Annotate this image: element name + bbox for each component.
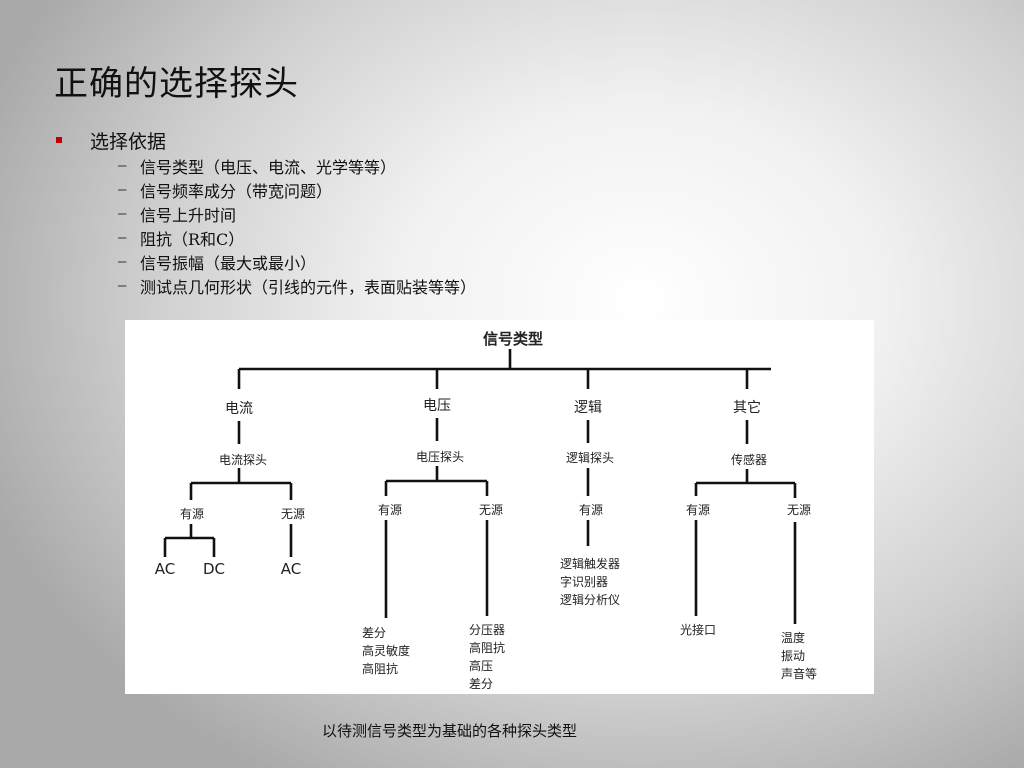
sub-item: –信号振幅（最大或最小） xyxy=(118,250,476,274)
sub-item-text: 阻抗（R和C） xyxy=(140,230,245,249)
sub-item: –阻抗（R和C） xyxy=(118,226,476,250)
probe-type-diagram: 信号类型 电流 电压 逻辑 其它 电流探头 电压探头 逻辑探头 传感器 有源 无… xyxy=(125,320,874,694)
sub-item: –测试点几何形状（引线的元件，表面贴装等等） xyxy=(118,274,476,298)
other-passive-item: 温度 xyxy=(781,630,805,645)
voltage-active-item: 高灵敏度 xyxy=(362,643,410,658)
bullet-list: 选择依据 –信号类型（电压、电流、光学等等） –信号频率成分（带宽问题） –信号… xyxy=(54,126,476,298)
voltage-passive-item: 分压器 xyxy=(469,623,505,637)
figure-caption: 以待测信号类型为基础的各种探头类型 xyxy=(322,722,578,740)
node-current-active-dc: DC xyxy=(203,560,225,578)
node-other-passive: 无源 xyxy=(787,503,811,517)
node-voltage: 电压 xyxy=(423,398,451,414)
node-current: 电流 xyxy=(225,401,253,417)
tree-diagram-svg: 信号类型 电流 电压 逻辑 其它 电流探头 电压探头 逻辑探头 传感器 有源 无… xyxy=(155,330,817,691)
node-logic-active: 有源 xyxy=(579,503,603,517)
voltage-active-item: 差分 xyxy=(362,626,386,640)
dash-icon: – xyxy=(118,182,127,198)
dash-icon: – xyxy=(118,254,127,270)
node-current-passive-ac: AC xyxy=(281,560,301,578)
node-current-probe: 电流探头 xyxy=(219,453,267,467)
node-root: 信号类型 xyxy=(483,330,543,348)
sub-item-text: 信号振幅（最大或最小） xyxy=(140,254,317,273)
node-current-active: 有源 xyxy=(180,507,204,521)
voltage-passive-item: 高压 xyxy=(469,658,493,673)
bullet-marker-icon xyxy=(56,137,62,143)
sub-item-text: 测试点几何形状（引线的元件，表面贴装等等） xyxy=(140,278,477,297)
logic-active-item: 字识别器 xyxy=(560,574,608,589)
node-voltage-probe: 电压探头 xyxy=(416,450,464,464)
sub-item-text: 信号上升时间 xyxy=(140,206,237,225)
voltage-passive-item: 高阻抗 xyxy=(469,640,505,655)
node-voltage-active: 有源 xyxy=(378,503,402,517)
sub-item: –信号上升时间 xyxy=(118,202,476,226)
voltage-passive-item: 差分 xyxy=(469,677,493,691)
logic-active-item: 逻辑触发器 xyxy=(560,556,620,571)
dash-icon: – xyxy=(118,206,127,222)
sub-item: –信号频率成分（带宽问题） xyxy=(118,178,476,202)
node-other: 其它 xyxy=(733,399,761,416)
sub-item-text: 信号频率成分（带宽问题） xyxy=(140,182,333,201)
dash-icon: – xyxy=(118,230,127,246)
voltage-active-item: 高阻抗 xyxy=(362,661,398,676)
other-passive-item: 声音等 xyxy=(781,666,817,681)
logic-active-item: 逻辑分析仪 xyxy=(560,593,620,607)
connector-lines xyxy=(163,349,797,624)
dash-icon: – xyxy=(118,158,127,174)
dash-icon: – xyxy=(118,278,127,294)
other-passive-item: 振动 xyxy=(781,649,805,663)
node-current-active-ac: AC xyxy=(155,560,175,578)
node-other-probe: 传感器 xyxy=(731,452,767,467)
sub-item: –信号类型（电压、电流、光学等等） xyxy=(118,154,476,178)
sub-item-text: 信号类型（电压、电流、光学等等） xyxy=(140,158,397,177)
bullet-text: 选择依据 xyxy=(90,130,167,153)
node-logic-probe: 逻辑探头 xyxy=(566,451,614,465)
other-active-item: 光接口 xyxy=(680,622,716,637)
node-logic: 逻辑 xyxy=(574,400,602,416)
node-other-active: 有源 xyxy=(686,503,710,517)
bullet-item: 选择依据 xyxy=(54,126,476,154)
sub-list: –信号类型（电压、电流、光学等等） –信号频率成分（带宽问题） –信号上升时间 … xyxy=(118,154,476,298)
node-current-passive: 无源 xyxy=(281,507,305,521)
slide-title: 正确的选择探头 xyxy=(54,64,299,104)
node-voltage-passive: 无源 xyxy=(479,503,503,517)
